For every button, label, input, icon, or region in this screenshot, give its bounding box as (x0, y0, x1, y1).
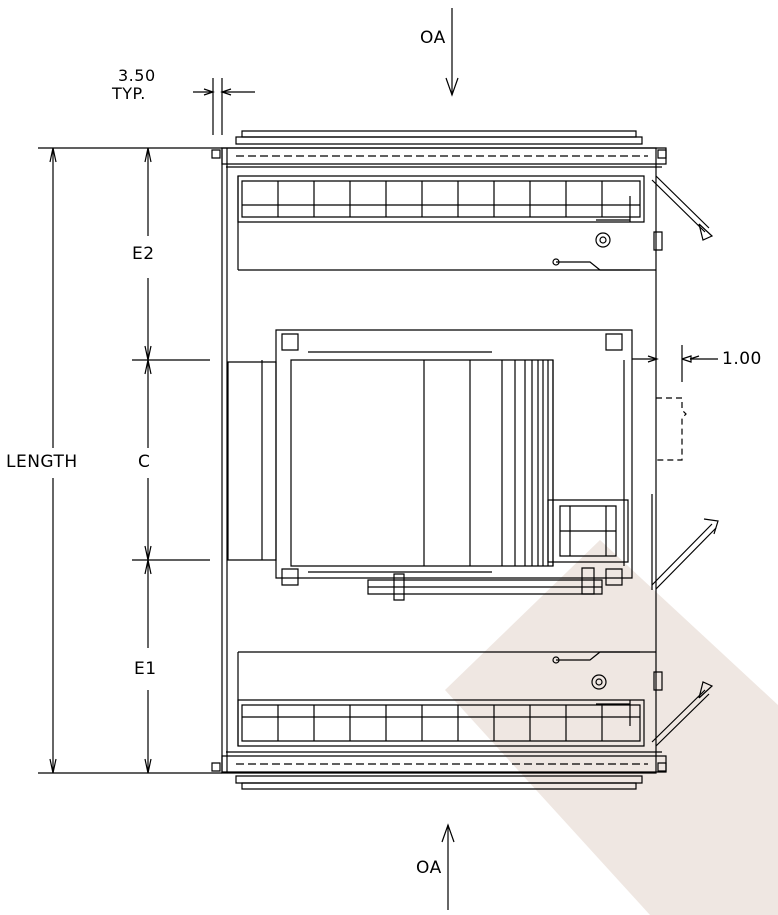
dim-3-50 (193, 78, 255, 135)
oa-top-arrow (446, 8, 458, 95)
dim-3-50-label: 3.50 (118, 66, 156, 85)
dim-length (38, 148, 222, 773)
dim-1-00 (632, 345, 718, 382)
bottom-intake (222, 652, 712, 789)
dim-e2-c-e1 (132, 148, 210, 773)
top-intake (222, 131, 712, 270)
oa-bottom-arrow (442, 825, 454, 910)
watermark-shape (445, 540, 778, 915)
access-door (652, 398, 718, 590)
dim-1-00-label: 1.00 (722, 349, 762, 369)
oa-bottom-label: OA (416, 858, 442, 878)
e2-label: E2 (132, 244, 155, 264)
e1-label: E1 (134, 659, 157, 679)
c-label: C (138, 452, 151, 472)
fan-section (228, 330, 632, 600)
oa-top-label: OA (420, 28, 446, 48)
length-label: LENGTH (6, 452, 78, 472)
dim-typ-label: TYP. (112, 84, 146, 103)
corner-lugs (212, 150, 666, 771)
